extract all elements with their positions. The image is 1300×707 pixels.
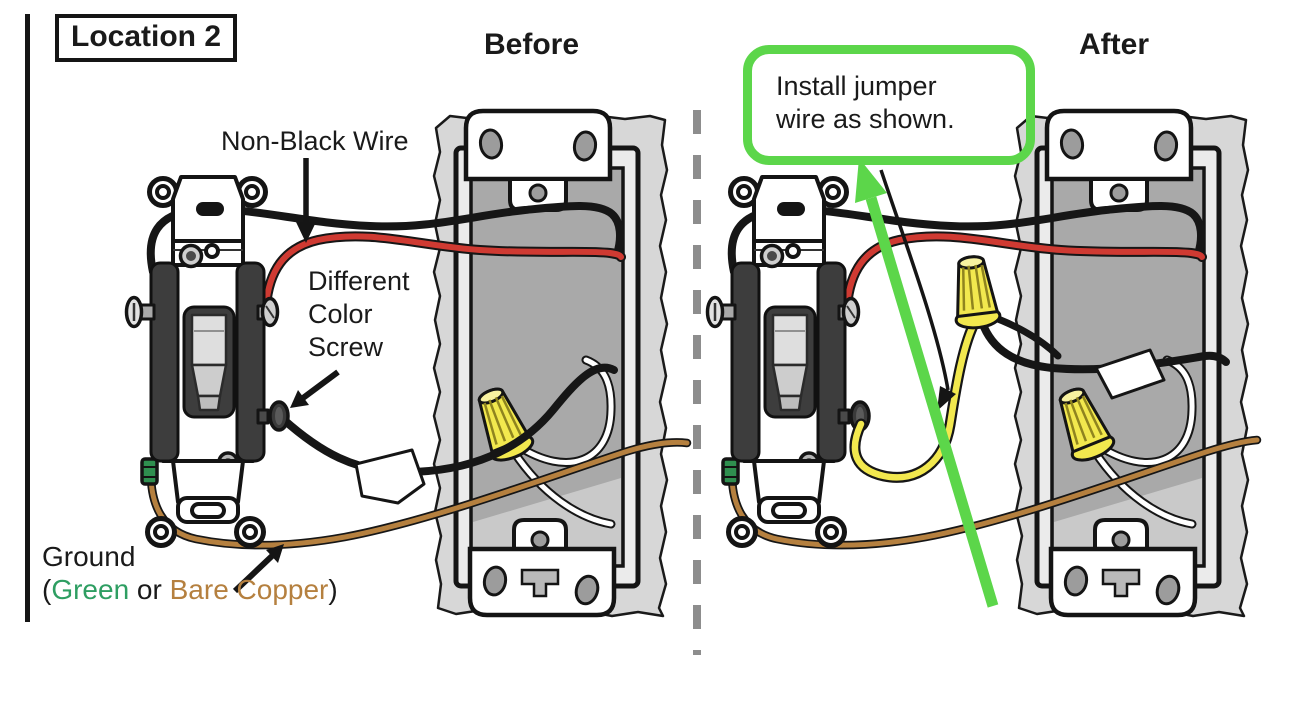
frame-line <box>25 14 30 622</box>
ground-arrow <box>232 544 284 594</box>
different-color-screw-arrow <box>290 369 340 408</box>
different-color-screw-label: Different Color Screw <box>308 266 410 362</box>
jumper-pointer-arrow <box>879 169 956 411</box>
copper-ground-wire-before <box>146 438 692 550</box>
non-black-wire-label: Non-Black Wire <box>221 126 409 156</box>
before-title: Before <box>484 28 580 61</box>
ground-label-line2: (Green or Bare Copper) <box>42 574 338 605</box>
install-jumper-callout: Install jumper wire as shown. <box>743 45 1035 165</box>
non-black-wire-arrow <box>296 158 316 243</box>
after-title: After <box>1079 28 1150 61</box>
electrical-box-before <box>434 111 667 616</box>
green-callout-arrow <box>855 158 999 608</box>
wire-nut-jumper <box>947 252 1003 332</box>
ground-copper-word: Bare Copper <box>169 574 329 605</box>
wire-tag-before <box>354 448 426 505</box>
before-panel <box>127 111 692 616</box>
ground-label: Ground (Green or Bare Copper) <box>42 540 338 606</box>
wire-tag-after <box>1094 348 1166 400</box>
after-panel <box>708 111 1262 616</box>
ground-green-word: Green <box>51 574 130 605</box>
copper-ground-wire-after <box>727 435 1262 550</box>
ground-label-line1: Ground <box>42 541 136 572</box>
yellow-jumper-wire <box>849 314 982 483</box>
location-label: Location 2 <box>55 14 238 62</box>
black-wire-lower-before <box>279 363 618 477</box>
